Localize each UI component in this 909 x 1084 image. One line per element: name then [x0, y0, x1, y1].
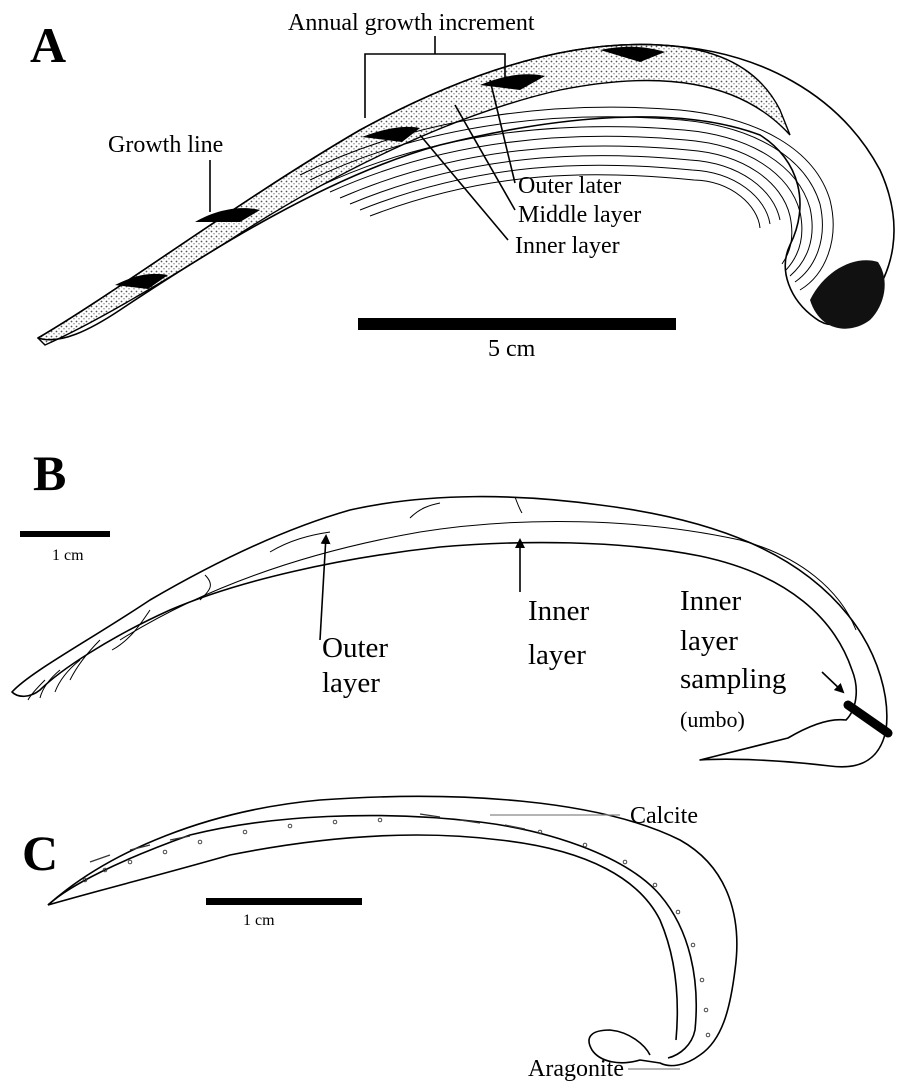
- annual-growth-increment-label: Annual growth increment: [288, 10, 535, 36]
- scale-bar-1cm-c: [206, 898, 362, 905]
- scale-bar-5cm-label: 5 cm: [488, 336, 536, 362]
- shell-c-outline: [48, 796, 737, 1065]
- scale-bar-5cm: [358, 318, 676, 330]
- umbo-blob: [810, 260, 885, 328]
- aragonite-label: Aragonite: [528, 1056, 624, 1082]
- panel-b-shell-drawing: [12, 497, 888, 767]
- sampling-label-line4: (umbo): [680, 707, 745, 732]
- panel-a: A: [30, 10, 894, 362]
- panel-b: B 1 cm Outer layer Inner layer Inner: [12, 445, 888, 767]
- inner-layer-leader: [420, 135, 508, 240]
- calcite-dashes: [90, 814, 525, 862]
- outer-layer-label: Outer later: [518, 173, 621, 199]
- outer-layer-label-line2: layer: [322, 667, 380, 699]
- inner-layer-boundary: [120, 522, 856, 640]
- scale-bar-1cm-b: [20, 531, 110, 537]
- growth-line-label: Growth line: [108, 132, 223, 158]
- panel-c-letter: C: [22, 825, 58, 881]
- sampling-bar: [848, 705, 888, 733]
- scale-bar-1cm-b-label: 1 cm: [52, 547, 84, 564]
- sampling-label-line1: Inner: [680, 585, 742, 617]
- inner-layer-label: Inner layer: [515, 233, 620, 259]
- calcite-label: Calcite: [630, 803, 698, 829]
- outer-layer-label-line1: Outer: [322, 632, 388, 664]
- inner-layer-label-line1: Inner: [528, 595, 590, 627]
- panel-c-shell-drawing: [48, 796, 737, 1069]
- sampling-label-line2: layer: [680, 625, 738, 657]
- middle-layer-label: Middle layer: [518, 202, 641, 228]
- shell-b-outer: [12, 497, 887, 767]
- panel-b-letter: B: [33, 445, 66, 501]
- scale-bar-1cm-c-label: 1 cm: [243, 912, 275, 929]
- panel-a-shell-drawing: [38, 36, 894, 345]
- aragonite-dots: [83, 818, 710, 1037]
- middle-layer-leader: [455, 105, 515, 210]
- panel-a-letter: A: [30, 17, 66, 73]
- inner-layer-label-line2: layer: [528, 639, 586, 671]
- panel-c: C 1 cm Calcite Aragonite: [22, 796, 737, 1082]
- outer-layer-band: [38, 44, 790, 345]
- outer-layer-arrow: [320, 536, 326, 640]
- sampling-label-line3: sampling: [680, 663, 786, 695]
- sampling-arrow: [822, 672, 843, 692]
